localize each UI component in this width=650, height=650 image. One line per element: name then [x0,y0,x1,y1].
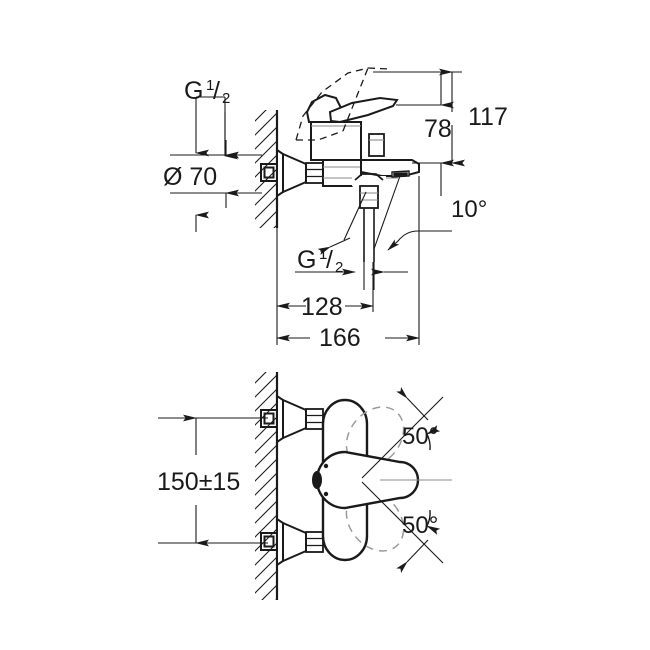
lever-dot-upper [323,463,329,469]
label-thread-upper-slash: / [213,77,220,105]
s-union-nut-top [305,162,324,184]
diverter-knob-top [368,133,385,157]
plan-view: 150±15 50° 50° [157,372,452,600]
label-thread-upper-prefix: G [184,77,203,105]
wall-hatching-bottom [255,372,279,600]
lever-hub-detail [312,463,452,497]
aerator-top [391,170,410,178]
label-center-height-150: 150±15 [157,468,240,496]
dimension-angle-50-upper: 50° [361,387,444,479]
lever-dot-lower [323,491,329,497]
label-thread-lower-prefix: G [297,246,316,274]
s-union-nut-lower [305,531,324,553]
label-diameter-70: Ø 70 [163,163,217,191]
label-thread-upper-numerator: 1 [206,77,214,94]
dimension-center-height-150: 150±15 [157,414,268,547]
dimension-height-78: 78 [396,72,454,196]
lever-handle-top [305,93,399,124]
label-angle-10: 10° [451,196,487,223]
dimension-depth-166: 166 [276,176,420,352]
dimension-thread-lower: G 1 / 2 [295,246,408,290]
dimension-diameter-70: Ø 70 [163,140,262,232]
escutcheon-cone-lower [276,517,307,567]
escutcheon-cone-upper [276,394,307,444]
dimension-height-117: 117 [373,68,508,167]
shower-outlet-top [352,173,386,262]
dimension-angle-10: 10° [317,175,487,255]
label-angle-50-upper: 50° [402,423,438,450]
s-union-nut-upper [305,408,324,430]
lever-handle-raised-position [295,67,391,141]
wall-connector-top [260,163,278,182]
label-thread-lower-denominator: 2 [335,259,343,276]
label-thread-upper-denominator: 2 [222,90,230,107]
wall-connector-lower [260,532,278,551]
lever-handle-plan [315,450,420,510]
side-elevation-view: G 1 / 2 Ø 70 117 78 [163,67,508,352]
dimension-angle-50-lower: 50° [361,481,444,573]
lever-indicator-slot [312,471,322,489]
label-thread-lower-numerator: 1 [319,246,327,263]
dimension-depth-128: 128 [276,228,374,345]
escutcheon-cone-top [276,148,307,198]
label-height-78: 78 [424,115,452,143]
label-thread-lower-slash: / [326,246,333,274]
label-height-117: 117 [468,103,508,131]
dimension-thread-upper: G 1 / 2 [170,77,262,160]
label-angle-50-lower: 50° [402,512,438,539]
label-depth-128: 128 [301,293,343,321]
label-depth-166: 166 [319,324,361,352]
